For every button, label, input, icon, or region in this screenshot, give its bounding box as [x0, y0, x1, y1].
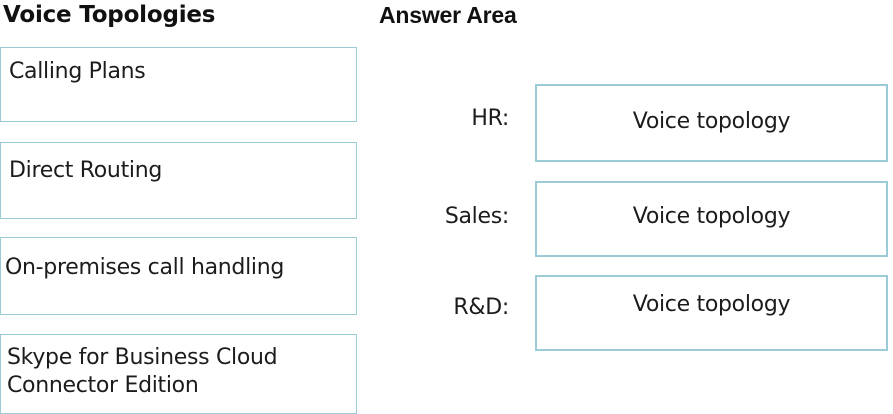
voice-topology-option-label: On-premises call handling	[5, 255, 285, 280]
voice-topology-option-label: Skype for Business Cloud Connector Editi…	[7, 345, 278, 398]
answer-drop-target-hr[interactable]	[535, 84, 888, 162]
voice-topology-option-box[interactable]	[0, 47, 357, 122]
answer-drop-target-rnd[interactable]	[535, 275, 888, 351]
answer-row-label-sales: Sales:	[444, 204, 509, 229]
voice-topology-option-box[interactable]	[0, 334, 357, 414]
voice-topologies-heading: Voice Topologies	[3, 2, 216, 28]
answer-row-label-hr: HR:	[471, 106, 509, 131]
voice-topology-option-label: Direct Routing	[9, 158, 163, 183]
voice-topology-option-box[interactable]	[0, 142, 357, 219]
voice-topology-option-box[interactable]	[0, 237, 357, 315]
voice-topology-option-label: Calling Plans	[9, 59, 146, 84]
answer-area-heading: Answer Area	[379, 2, 517, 28]
answer-drop-target-sales-placeholder: Voice topology	[632, 204, 791, 229]
answer-drop-target-hr-placeholder: Voice topology	[632, 109, 791, 134]
answer-drop-target-rnd-placeholder: Voice topology	[632, 292, 791, 317]
answer-drop-target-sales[interactable]	[535, 181, 888, 257]
answer-row-label-rnd: R&D:	[453, 295, 509, 320]
